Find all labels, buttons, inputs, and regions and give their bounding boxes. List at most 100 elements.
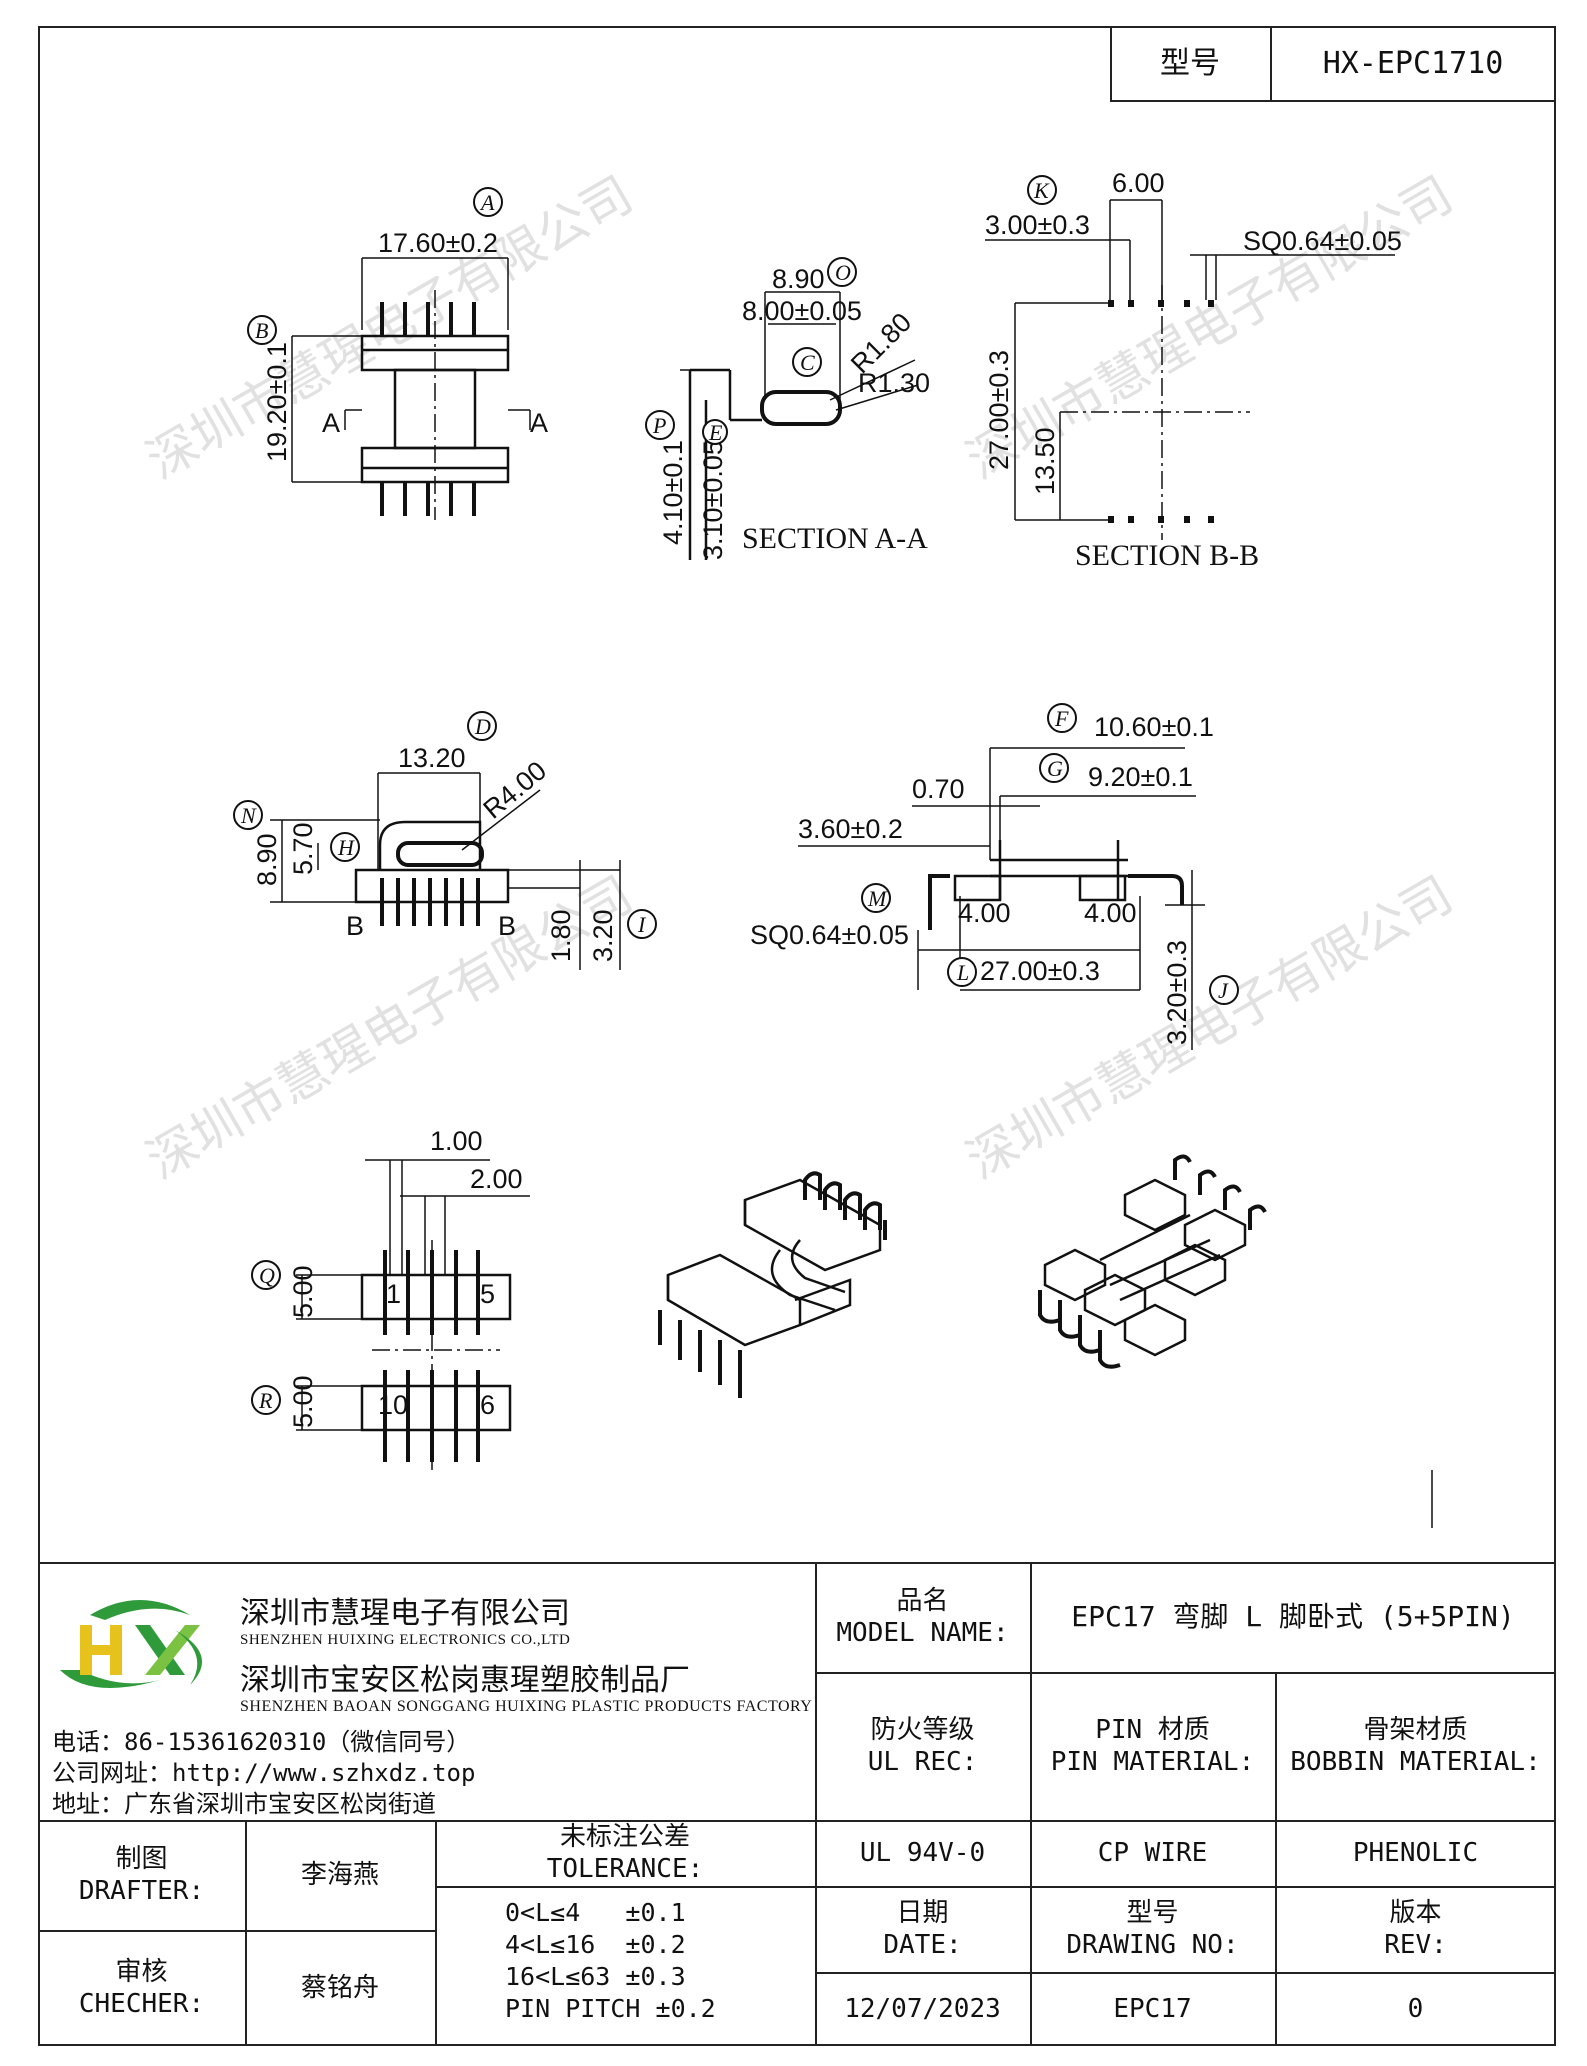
rev-value: 0 — [1407, 1994, 1424, 2024]
bottom-view: F 10.60±0.1 G 9.20±0.1 0.70 3.60±0.2 4.0… — [750, 703, 1239, 1050]
svg-text:3.20: 3.20 — [588, 909, 618, 962]
svg-text:R1.30: R1.30 — [858, 368, 930, 398]
svg-text:1.00: 1.00 — [430, 1126, 483, 1156]
svg-text:10.60±0.1: 10.60±0.1 — [1094, 712, 1214, 742]
side-view: D 13.20 R4.00 1.80 3.20 I 8.90 5.70 N H … — [233, 711, 657, 970]
svg-text:3.00±0.3: 3.00±0.3 — [985, 210, 1090, 240]
tolerance-row: PIN PITCH ±0.2 — [505, 1994, 716, 2023]
svg-text:E: E — [708, 420, 723, 445]
pinout-view: 1.00 2.00 1 5 10 6 5.00 5.00 Q R — [251, 1126, 530, 1470]
engineering-drawing: .ln { stroke:#111; stroke-width:2.5; fil… — [137, 165, 1462, 1528]
svg-text:O: O — [835, 260, 851, 285]
svg-text:D: D — [474, 714, 491, 739]
drafter-name: 李海燕 — [300, 1860, 379, 1890]
svg-text:3.60±0.2: 3.60±0.2 — [798, 814, 903, 844]
svg-text:L: L — [956, 960, 969, 985]
svg-text:G: G — [1047, 756, 1063, 781]
svg-text:A: A — [530, 408, 548, 438]
header-model-label: 型号 — [1160, 46, 1220, 81]
svg-text:4.10±0.1: 4.10±0.1 — [658, 440, 688, 545]
section-bb-title: SECTION B-B — [1075, 539, 1259, 572]
company-phone: 电话：86-15361620310（微信同号） — [52, 1728, 471, 1756]
date-value: 12/07/2023 — [844, 1994, 1001, 2024]
tolerance-row: 4<L≤16 ±0.2 — [505, 1930, 686, 1959]
svg-text:深圳市慧瑆电子有限公司: 深圳市慧瑆电子有限公司 — [137, 165, 642, 490]
company-address: 地址：广东省深圳市宝安区松岗街道 — [52, 1790, 436, 1818]
svg-text:3.10±0.05: 3.10±0.05 — [698, 440, 728, 560]
ul-rec-value: UL 94V-0 — [859, 1838, 986, 1868]
svg-text:J: J — [1218, 978, 1229, 1003]
svg-text:5.00: 5.00 — [288, 1375, 318, 1428]
svg-text:F: F — [1054, 706, 1069, 731]
svg-text:M: M — [867, 886, 888, 911]
svg-text:1: 1 — [386, 1279, 401, 1309]
svg-text:2.00: 2.00 — [470, 1164, 523, 1194]
svg-text:9.20±0.1: 9.20±0.1 — [1088, 762, 1193, 792]
company-name-en-2: SHENZHEN BAOAN SONGGANG HUIXING PLASTIC … — [240, 1698, 813, 1715]
drawing-no-value: EPC17 — [1113, 1994, 1192, 2024]
section-bb-view: K 6.00 3.00±0.3 SQ0.64±0.05 27.00±0.3 13… — [984, 168, 1402, 572]
svg-text:3.20±0.3: 3.20±0.3 — [1162, 940, 1192, 1045]
tolerance-row: 0<L≤4 ±0.1 — [505, 1898, 686, 1927]
svg-text:N: N — [240, 803, 257, 828]
tolerance-row: 16<L≤63 ±0.3 — [505, 1962, 686, 1991]
pin-material-value: CP WIRE — [1097, 1838, 1208, 1868]
company-name-en-1: SHENZHEN HUIXING ELECTRONICS CO.,LTD — [240, 1632, 571, 1648]
svg-text:8.90: 8.90 — [772, 264, 825, 294]
company-logo — [60, 1600, 202, 1688]
front-view: 17.60±0.2 A A A 19.20±0.1 B — [247, 187, 548, 520]
svg-text:5.00: 5.00 — [288, 1265, 318, 1318]
svg-text:5: 5 — [480, 1279, 495, 1309]
svg-text:深圳市慧瑆电子有限公司: 深圳市慧瑆电子有限公司 — [957, 865, 1462, 1190]
svg-text:8.00±0.05: 8.00±0.05 — [742, 296, 862, 326]
company-website: 公司网址：http://www.szhxdz.top — [52, 1759, 476, 1787]
company-name-cn-1: 深圳市慧瑆电子有限公司 — [240, 1596, 570, 1631]
svg-text:B: B — [346, 911, 364, 941]
svg-text:13.20: 13.20 — [398, 743, 466, 773]
svg-text:B: B — [255, 318, 268, 343]
isometric-view-top — [658, 1171, 887, 1398]
svg-text:Q: Q — [259, 1263, 275, 1288]
model-name-value: EPC17 弯脚 L 脚卧式 (5+5PIN) — [1071, 1600, 1515, 1633]
svg-text:A: A — [479, 190, 495, 215]
section-aa-view: 8.90 O 8.00±0.05 C R1.80 R1.30 4.10±0.1 … — [645, 257, 930, 560]
drawing-frame — [38, 26, 1556, 2046]
svg-text:4.00: 4.00 — [958, 898, 1011, 928]
svg-text:0.70: 0.70 — [912, 774, 965, 804]
section-aa-title: SECTION A-A — [742, 522, 928, 555]
front-dim-height: 19.20±0.1 — [262, 342, 292, 462]
svg-text:13.50: 13.50 — [1030, 427, 1060, 495]
svg-text:SQ0.64±0.05: SQ0.64±0.05 — [750, 920, 909, 950]
svg-text:I: I — [637, 912, 647, 937]
company-name-cn-2: 深圳市宝安区松岗惠瑆塑胶制品厂 — [240, 1663, 690, 1698]
svg-text:A: A — [322, 408, 340, 438]
svg-text:SQ0.64±0.05: SQ0.64±0.05 — [1243, 226, 1402, 256]
svg-text:P: P — [652, 413, 666, 438]
checker-name: 蔡铭舟 — [300, 1973, 379, 2003]
svg-text:R: R — [258, 1388, 273, 1413]
svg-text:10: 10 — [378, 1390, 408, 1420]
svg-text:H: H — [337, 835, 355, 860]
header-model-value: HX-EPC1710 — [1322, 46, 1504, 81]
svg-text:1.80: 1.80 — [546, 909, 576, 962]
front-dim-width: 17.60±0.2 — [378, 228, 498, 258]
isometric-view-bottom — [1038, 1154, 1267, 1369]
svg-text:B: B — [498, 911, 516, 941]
svg-text:5.70: 5.70 — [288, 822, 318, 875]
svg-text:8.90: 8.90 — [252, 833, 282, 886]
svg-text:K: K — [1033, 178, 1050, 203]
svg-text:6: 6 — [480, 1390, 495, 1420]
svg-text:27.00±0.3: 27.00±0.3 — [984, 350, 1014, 470]
svg-text:6.00: 6.00 — [1112, 168, 1165, 198]
svg-text:C: C — [800, 350, 815, 375]
